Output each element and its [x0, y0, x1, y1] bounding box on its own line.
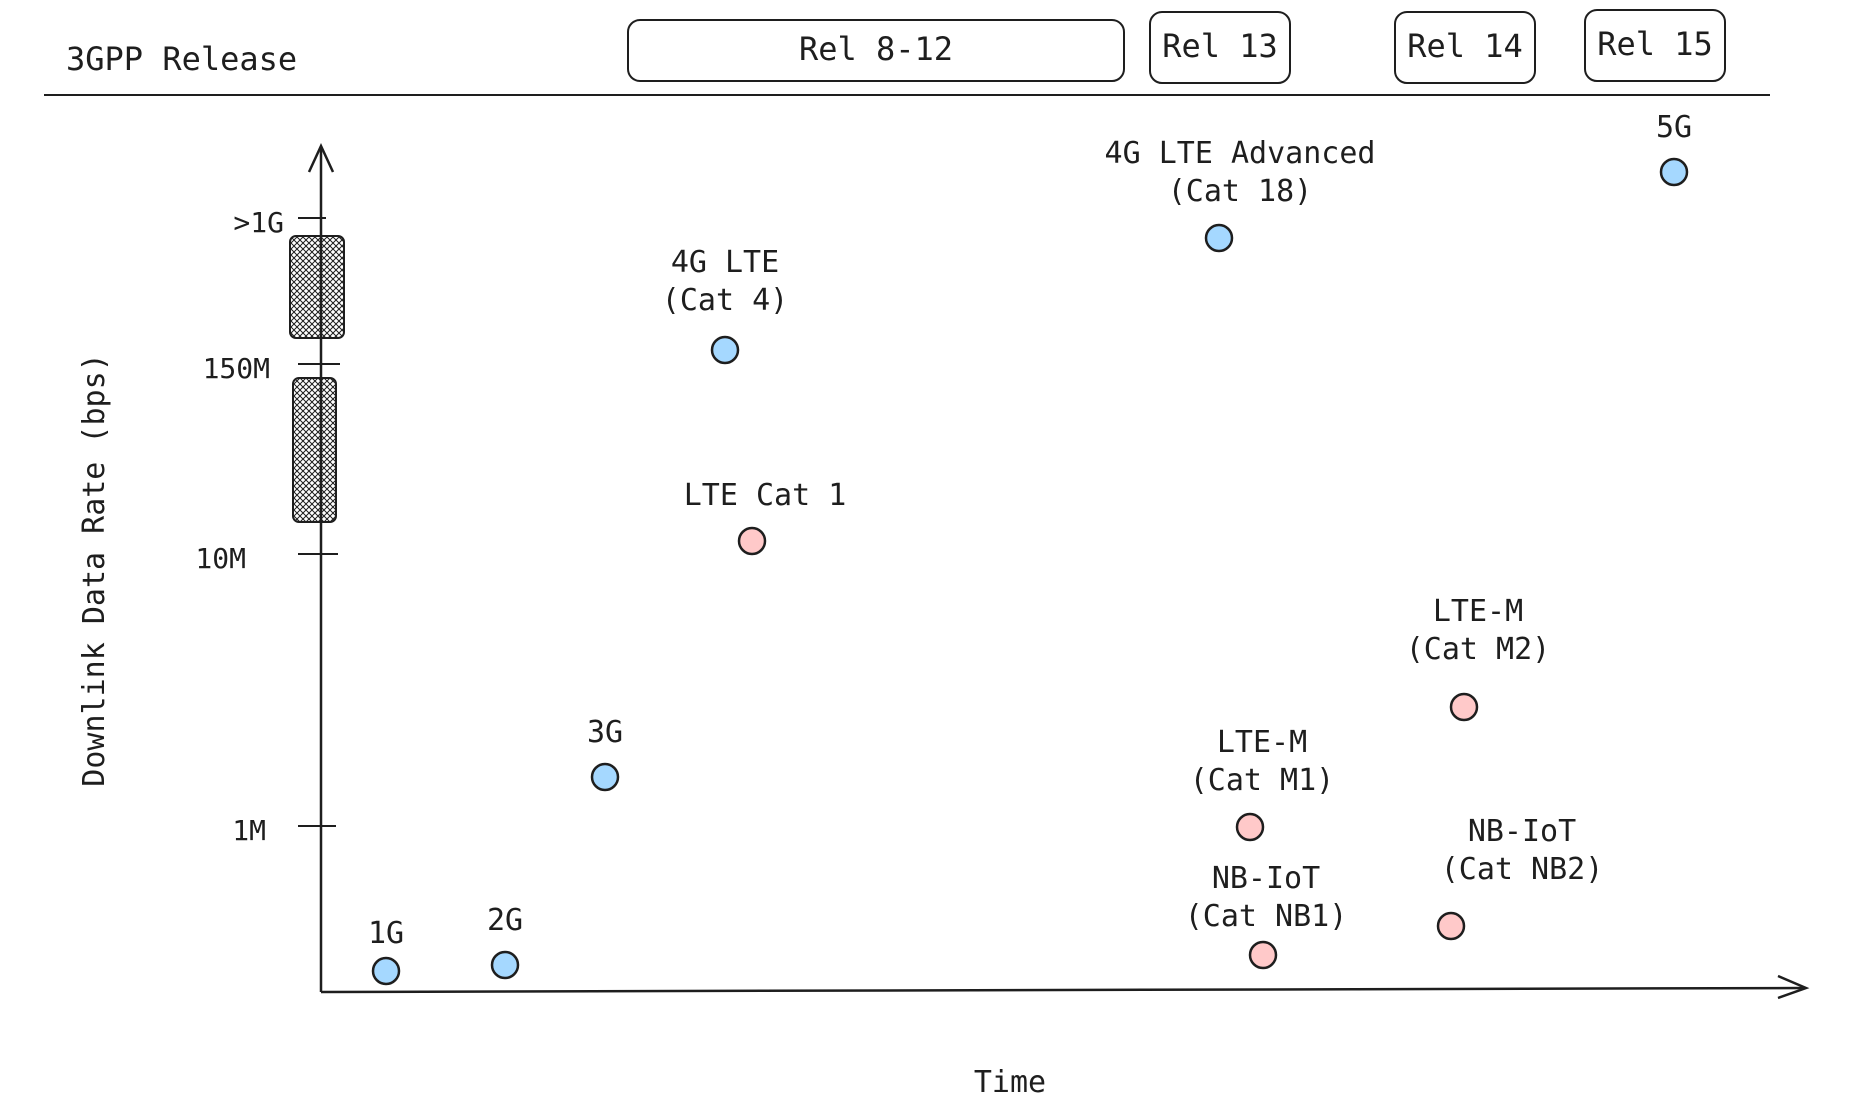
- point-marker: [1204, 223, 1234, 253]
- y-tick-150m: 150M: [203, 352, 340, 385]
- point-label: 4G LTE: [671, 245, 779, 280]
- point-2g: 2G: [487, 903, 523, 980]
- data-points: 1G 2G 3G 4G LTE(Cat 4) LTE Cat 1 4G LTE Advan…: [368, 110, 1692, 986]
- point-1g: 1G: [368, 916, 404, 986]
- point-lte-m-cat-m1: LTE-M(Cat M1): [1190, 725, 1335, 842]
- y-tick-label: 10M: [195, 542, 246, 575]
- point-marker: [1235, 812, 1265, 842]
- point-label: (Cat NB1): [1185, 899, 1348, 934]
- release-row-title: 3GPP Release: [66, 40, 297, 78]
- point-label: 2G: [487, 903, 523, 938]
- point-marker: [710, 335, 740, 365]
- point-label: LTE-M: [1433, 594, 1523, 629]
- axis-break-lower: [292, 377, 337, 523]
- x-axis: [320, 974, 1810, 1000]
- point-label: NB-IoT: [1212, 861, 1320, 896]
- point-label: LTE-M: [1217, 725, 1307, 760]
- release-box-rel-13: Rel 13: [1149, 11, 1291, 84]
- y-tick-1g: >1G: [233, 206, 326, 239]
- point-4g-lte: 4G LTE(Cat 4): [662, 245, 788, 365]
- y-tick-label: 150M: [203, 352, 270, 385]
- y-axis-label: Downlink Data Rate (bps): [77, 353, 112, 786]
- release-box-rel-8-12: Rel 8-12: [627, 19, 1125, 82]
- point-marker: [590, 762, 620, 792]
- point-nb-iot-cat-nb2: NB-IoT(Cat NB2): [1436, 814, 1604, 941]
- axis-break-upper: [289, 235, 345, 339]
- point-marker: [1436, 911, 1466, 941]
- point-marker: [1248, 940, 1278, 970]
- point-marker: [1449, 692, 1479, 722]
- point-marker: [1659, 157, 1689, 187]
- y-tick-label: >1G: [233, 206, 284, 239]
- y-tick-10m: 10M: [195, 542, 338, 575]
- x-axis-label: Time: [974, 1065, 1046, 1100]
- point-label: NB-IoT: [1468, 814, 1576, 849]
- point-lte-m-cat-m2: LTE-M(Cat M2): [1406, 594, 1551, 722]
- point-label: (Cat M1): [1190, 763, 1335, 798]
- point-lte-cat-1: LTE Cat 1: [684, 478, 847, 556]
- point-5g: 5G: [1656, 110, 1692, 187]
- release-box-label: Rel 13: [1162, 27, 1278, 65]
- release-box-label: Rel 14: [1407, 27, 1523, 65]
- point-label: LTE Cat 1: [684, 478, 847, 513]
- point-label: 4G LTE Advanced: [1105, 136, 1376, 171]
- y-tick-label: 1M: [232, 814, 266, 847]
- point-3g: 3G: [587, 715, 623, 792]
- point-label: 1G: [368, 916, 404, 951]
- release-box-rel-14: Rel 14: [1394, 11, 1536, 84]
- point-nb-iot-cat-nb1: NB-IoT(Cat NB1): [1185, 861, 1348, 970]
- point-label: (Cat 4): [662, 283, 788, 318]
- point-marker: [490, 950, 520, 980]
- point-marker: [737, 526, 767, 556]
- release-box-label: Rel 8-12: [799, 30, 953, 68]
- point-label: (Cat M2): [1406, 632, 1551, 667]
- point-label: (Cat NB2): [1441, 852, 1604, 887]
- point-label: 5G: [1656, 110, 1692, 145]
- point-4g-lte-advanced: 4G LTE Advanced(Cat 18): [1105, 136, 1376, 253]
- point-label: 3G: [587, 715, 623, 750]
- release-box-rel-15: Rel 15: [1584, 9, 1726, 82]
- point-marker: [371, 956, 401, 986]
- point-label: (Cat 18): [1168, 174, 1313, 209]
- release-box-label: Rel 15: [1597, 25, 1713, 63]
- y-tick-1m: 1M: [232, 814, 336, 847]
